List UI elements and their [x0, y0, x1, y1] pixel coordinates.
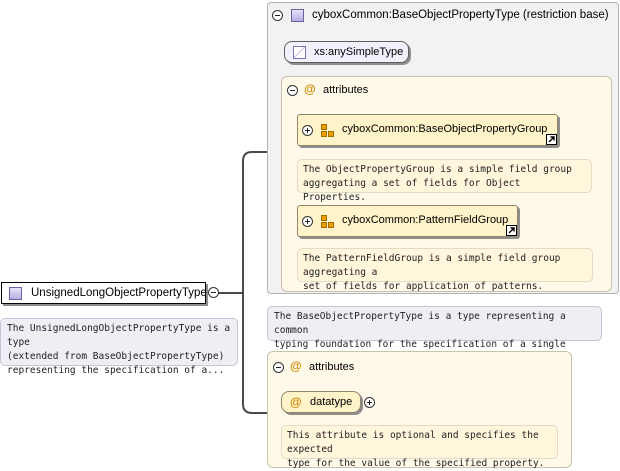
simple-type-name: xs:anySimpleType: [314, 46, 404, 58]
base-type-title: cyboxCommon:BaseObjectPropertyType (rest…: [312, 9, 609, 21]
attribute-group-icon: [321, 124, 335, 137]
base-attributes-panel: @ attributes cyboxCommon:BaseObjectPrope…: [281, 76, 612, 292]
group-doc-line-1: The ObjectPropertyGroup is a simple fiel…: [303, 164, 572, 175]
base-type-documentation: The BaseObjectPropertyType is a type rep…: [267, 306, 602, 364]
group-documentation: The PatternFieldGroup is a simple field …: [297, 248, 593, 292]
simple-type-icon: [293, 46, 306, 59]
attribute-name: datatype: [310, 396, 353, 408]
root-doc-line-2: (extended from BaseObjectPropertyType): [7, 351, 225, 362]
attribute-icon: @: [304, 82, 316, 96]
group-name: cyboxCommon:BaseObjectPropertyGroup: [342, 123, 548, 135]
attribute-icon: @: [290, 395, 302, 409]
group-name: cyboxCommon:PatternFieldGroup: [342, 214, 509, 226]
root-type-node[interactable]: UnsignedLongObjectPropertyType: [1, 282, 207, 304]
group-documentation: The ObjectPropertyGroup is a simple fiel…: [297, 159, 592, 203]
attribute-group-node[interactable]: cyboxCommon:BaseObjectPropertyGroup: [297, 114, 558, 146]
root-doc-line-1: The UnsignedLongObjectPropertyType is a …: [7, 323, 231, 348]
complex-type-icon: [9, 287, 22, 300]
group-doc-line-2: set of fields for application of pattern…: [303, 281, 544, 292]
collapse-base-attributes-toggle[interactable]: [287, 85, 298, 96]
expand-attribute-toggle[interactable]: [364, 397, 375, 408]
extension-attributes-panel: @ attributes @ datatype This attribute i…: [267, 351, 572, 469]
expand-group-toggle[interactable]: [302, 216, 313, 227]
collapse-base-type-toggle[interactable]: [272, 10, 283, 21]
attribute-node[interactable]: @ datatype: [281, 391, 361, 413]
complex-type-icon: [291, 9, 304, 22]
attribute-doc-line-1: This attribute is optional and specifies…: [287, 430, 539, 455]
attribute-icon: @: [290, 359, 302, 373]
root-doc-line-3: representing the specification of a...: [7, 365, 225, 376]
attribute-group-node[interactable]: cyboxCommon:PatternFieldGroup: [297, 205, 518, 237]
attribute-documentation: This attribute is optional and specifies…: [281, 425, 558, 469]
attribute-doc-line-2: type for the value of the specified prop…: [287, 458, 545, 469]
collapse-root-toggle[interactable]: [208, 287, 219, 298]
group-doc-line-1: The PatternFieldGroup is a simple field …: [303, 253, 561, 278]
external-link-icon[interactable]: [506, 225, 517, 236]
base-attributes-label: attributes: [323, 84, 369, 96]
base-doc-line-1: The BaseObjectPropertyType is a type rep…: [274, 311, 566, 336]
extension-attributes-label: attributes: [309, 361, 355, 373]
base-type-panel: cyboxCommon:BaseObjectPropertyType (rest…: [267, 2, 619, 294]
group-doc-line-2: aggregating a set of fields for Object P…: [303, 178, 521, 203]
attribute-group-icon: [321, 215, 335, 228]
expand-group-toggle[interactable]: [302, 125, 313, 136]
root-type-documentation: The UnsignedLongObjectPropertyType is a …: [0, 318, 238, 376]
external-link-icon[interactable]: [546, 134, 557, 145]
root-type-name: UnsignedLongObjectPropertyType: [31, 287, 207, 299]
simple-type-node[interactable]: xs:anySimpleType: [284, 41, 409, 63]
collapse-extension-attributes-toggle[interactable]: [273, 362, 284, 373]
